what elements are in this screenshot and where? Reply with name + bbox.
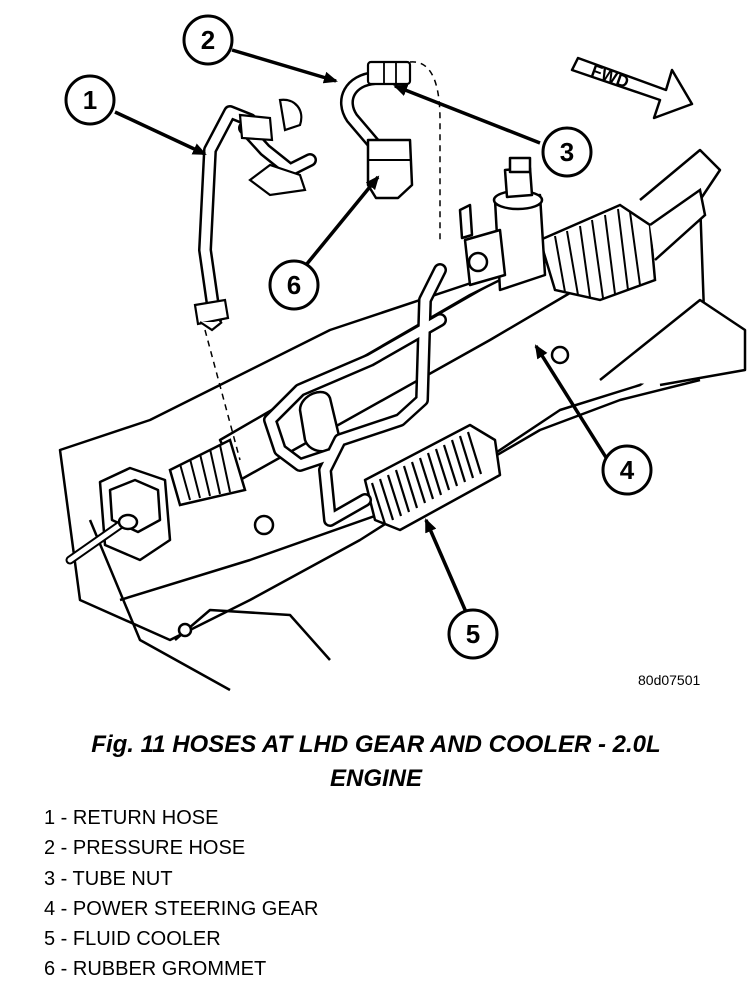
image-code: 80d07501: [638, 672, 701, 688]
fwd-label: FWD: [589, 61, 632, 92]
caption-line-1: Fig. 11 HOSES AT LHD GEAR AND COOLER - 2…: [91, 731, 661, 758]
legend-item-rubber-grommet: 6 - RUBBER GROMMET: [44, 958, 267, 981]
hose-clamps: [193, 98, 307, 332]
callout-leaders: [114, 48, 609, 613]
callouts: 1 2 3 4 5 6: [64, 14, 653, 660]
legend-item-fluid-cooler: 5 - FLUID COOLER: [44, 928, 221, 951]
svg-text:4: 4: [620, 455, 635, 485]
assembly-lines: [204, 61, 441, 461]
pressure-hose: [340, 60, 414, 200]
callout-3: 3: [541, 126, 593, 178]
legend-item-power-steering-gear: 4 - POWER STEERING GEAR: [44, 897, 319, 920]
svg-text:5: 5: [466, 619, 480, 649]
figure-caption: Fig. 11 HOSES AT LHD GEAR AND COOLER - 2…: [0, 728, 752, 796]
legend-list: 1 - RETURN HOSE 2 - PRESSURE HOSE 3 - TU…: [44, 803, 318, 985]
callout-2: 2: [182, 14, 234, 66]
callout-6: 6: [268, 259, 320, 311]
svg-text:6: 6: [287, 270, 301, 300]
callout-1: 1: [64, 74, 116, 126]
left-mount: [65, 466, 172, 565]
valve-body: [458, 156, 547, 292]
fwd-arrow: FWD: [570, 56, 694, 120]
fluid-cooler: [363, 423, 502, 532]
callout-4: 4: [601, 444, 653, 496]
steering-assembly-illustration: FWD 1 2 3 4 5 6: [58, 14, 747, 692]
svg-text:2: 2: [201, 25, 215, 55]
legend-item-return-hose: 1 - RETURN HOSE: [44, 807, 219, 829]
callout-5: 5: [447, 608, 499, 660]
svg-text:3: 3: [560, 137, 574, 167]
right-boot: [538, 187, 707, 302]
caption-line-2: ENGINE: [329, 765, 422, 792]
svg-text:1: 1: [83, 85, 97, 115]
legend-item-tube-nut: 3 - TUBE NUT: [44, 867, 173, 890]
legend-item-pressure-hose: 2 - PRESSURE HOSE: [44, 837, 246, 860]
left-boot: [168, 438, 247, 507]
hoses: [198, 105, 447, 527]
diagram-area: FWD 1 2 3 4 5 6: [58, 14, 747, 692]
